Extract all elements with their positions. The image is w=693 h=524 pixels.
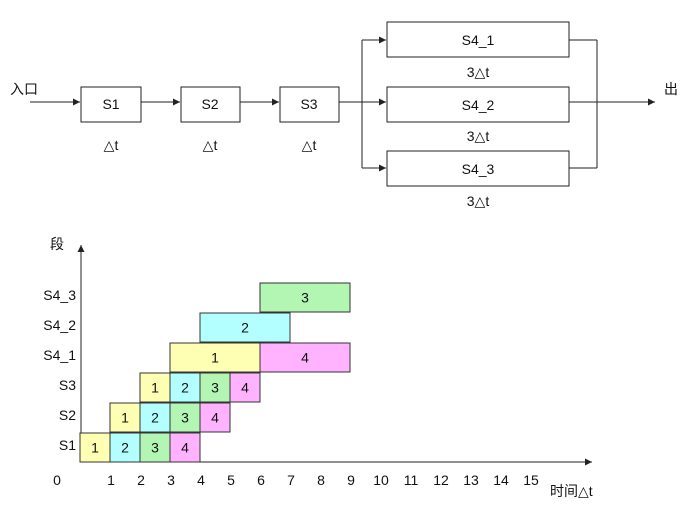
task-block-rect: [199, 402, 231, 433]
stage-s1-time: △t: [104, 137, 119, 153]
task-block-rect: [169, 372, 201, 403]
stage-s4-2-time: 3△t: [467, 128, 490, 144]
task-block: 3: [259, 282, 351, 313]
x-tick-4: 4: [197, 472, 205, 488]
task-block: 1: [79, 432, 111, 463]
row-label-s1: S1: [59, 437, 76, 453]
task-block: 2: [169, 372, 201, 403]
row-label-s4-2: S4_2: [43, 317, 76, 333]
task-block-label: 2: [181, 380, 189, 396]
task-block: 2: [109, 432, 141, 463]
x-tick-2: 2: [137, 472, 145, 488]
task-block-label: 1: [151, 380, 159, 396]
x-tick-12: 12: [433, 472, 449, 488]
task-block-rect: [199, 312, 291, 343]
stage-s2-name: S2: [201, 96, 218, 112]
stage-box-s3: [279, 86, 340, 123]
row-label-s4-3: S4_3: [43, 287, 76, 303]
task-block: 4: [229, 372, 261, 403]
stage-s3-time: △t: [302, 137, 317, 153]
input-label: 入口: [10, 81, 38, 97]
x-tick-10: 10: [373, 472, 389, 488]
x-tick-9: 9: [347, 472, 355, 488]
task-block-rect: [169, 402, 201, 433]
task-block-rect: [229, 372, 261, 403]
task-block-label: 1: [211, 350, 219, 366]
x-tick-8: 8: [317, 472, 325, 488]
task-block-rect: [79, 432, 111, 463]
task-block-rect: [259, 282, 351, 313]
task-block-label: 3: [151, 440, 159, 456]
task-block: 3: [169, 402, 201, 433]
row-labels: S1 S2 S3 S4_1 S4_2 S4_3: [43, 287, 76, 453]
x-tick-6: 6: [257, 472, 265, 488]
task-block-rect: [169, 342, 261, 373]
task-block-label: 2: [151, 410, 159, 426]
task-block: 1: [169, 342, 261, 373]
pipeline-section: 入口 S1 △t S2 △t S3 △t S4_1 3△t S4_2 3△t S…: [10, 21, 678, 209]
stage-box-s1: [80, 86, 142, 123]
task-block-label: 3: [211, 380, 219, 396]
task-block-rect: [259, 342, 351, 373]
task-block: 3: [199, 372, 231, 403]
stage-s4-1-time: 3△t: [467, 64, 490, 80]
row-label-s4-1: S4_1: [43, 347, 76, 363]
x-tick-11: 11: [404, 472, 419, 488]
x-tick-14: 14: [493, 472, 509, 488]
task-block-label: 4: [211, 410, 219, 426]
task-block-label: 3: [181, 410, 189, 426]
stage-s3-name: S3: [300, 96, 317, 112]
stage-s2-time: △t: [203, 137, 218, 153]
task-block: 4: [199, 402, 231, 433]
stage-box-s4-3: [386, 150, 570, 187]
task-blocks: 1 2 3 4 1 2 3 4 1 2 3 4 1 4 2 3: [79, 282, 351, 463]
task-block: 1: [139, 372, 171, 403]
stage-s4-3-name: S4_3: [462, 161, 495, 177]
task-block-label: 2: [241, 320, 249, 336]
task-block: 1: [109, 402, 141, 433]
row-label-s2: S2: [59, 407, 76, 423]
task-block-rect: [199, 372, 231, 403]
stage-s1-name: S1: [102, 96, 119, 112]
task-block-label: 3: [301, 290, 309, 306]
row-label-s3: S3: [59, 377, 76, 393]
x-tick-3: 3: [167, 472, 175, 488]
y-axis-label: 段: [50, 236, 64, 252]
task-block: 2: [139, 402, 171, 433]
stage-box-s4-1: [386, 21, 570, 58]
task-block: 4: [259, 342, 351, 373]
task-block-rect: [169, 432, 201, 463]
x-tick-1: 1: [107, 472, 115, 488]
task-block: 3: [139, 432, 171, 463]
stage-box-s2: [180, 86, 241, 123]
output-label: 出: [664, 81, 678, 97]
task-block-label: 4: [181, 440, 189, 456]
x-tick-5: 5: [227, 472, 235, 488]
stage-s4-2-name: S4_2: [462, 97, 495, 113]
task-block-label: 4: [241, 380, 249, 396]
task-block: 2: [199, 312, 291, 343]
x-tick-13: 13: [463, 472, 479, 488]
task-block-label: 2: [121, 440, 129, 456]
task-block-label: 1: [91, 440, 99, 456]
x-axis-label: 时间△t: [550, 483, 593, 499]
origin-label: 0: [53, 472, 61, 488]
stage-box-s4-2: [386, 86, 570, 123]
stage-s4-3-time: 3△t: [467, 193, 490, 209]
task-block-label: 4: [301, 350, 309, 366]
task-block: 4: [169, 432, 201, 463]
x-tick-7: 7: [287, 472, 295, 488]
task-block-rect: [109, 402, 141, 433]
task-block-label: 1: [121, 410, 129, 426]
x-tick-15: 15: [523, 472, 539, 488]
task-block-rect: [139, 432, 171, 463]
stage-s4-1-name: S4_1: [462, 32, 495, 48]
